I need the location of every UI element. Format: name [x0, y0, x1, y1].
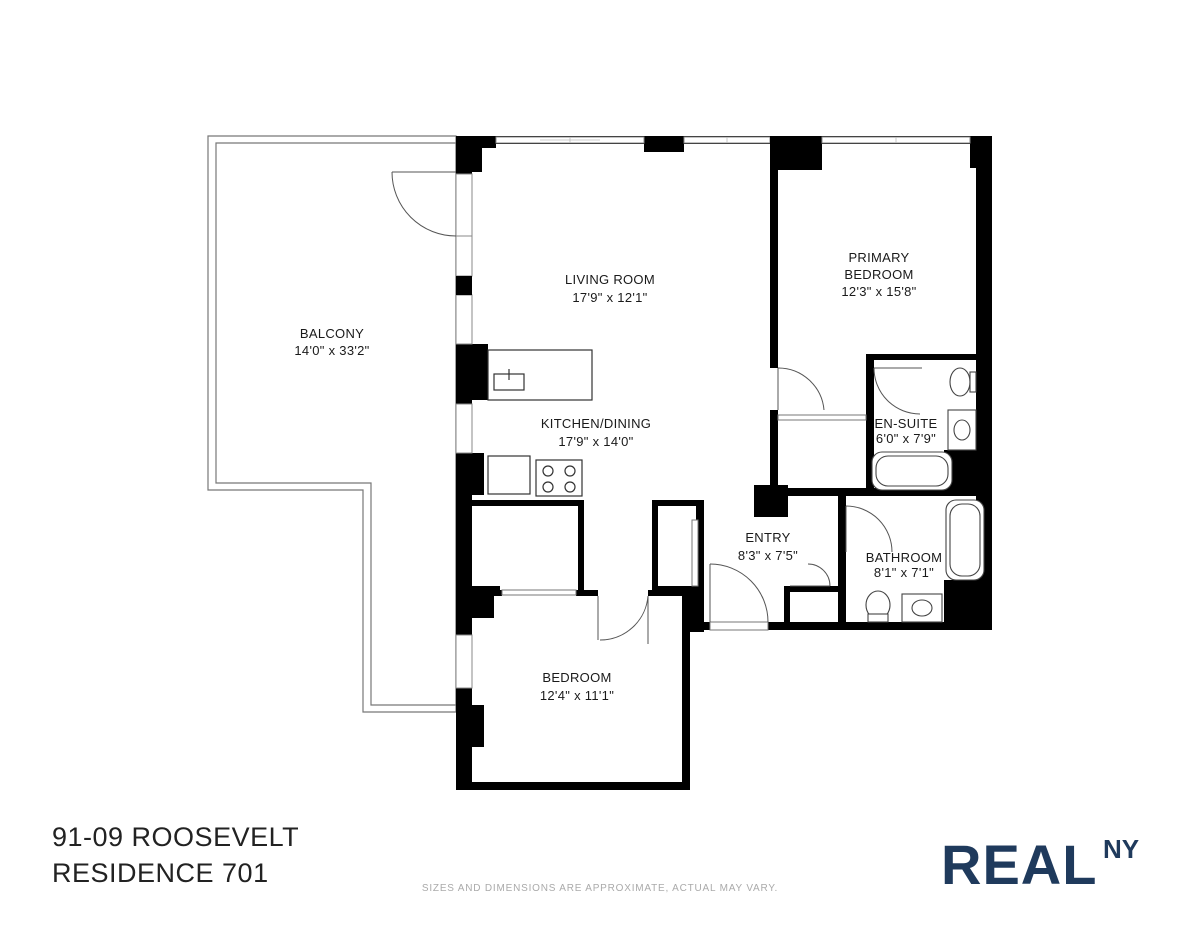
- address-line-1: 91-09 ROOSEVELT: [52, 822, 300, 852]
- primary-bedroom-dims: 12'3" x 15'8": [841, 284, 916, 299]
- real-ny-logo: REAL NY: [941, 833, 1139, 892]
- room-labels: BALCONY 14'0" x 33'2" LIVING ROOM 17'9" …: [294, 250, 942, 703]
- bathroom-fixtures: [865, 367, 985, 623]
- swing-doors: [597, 367, 922, 644]
- exterior-walls: [456, 136, 992, 790]
- balcony-name: BALCONY: [300, 326, 364, 341]
- balcony-dims: 14'0" x 33'2": [294, 343, 369, 358]
- left-windows: [455, 173, 473, 689]
- logo-super-text: NY: [1103, 834, 1139, 864]
- logo-main-text: REAL: [941, 833, 1097, 892]
- kitchen-dining-dims: 17'9" x 14'0": [558, 434, 633, 449]
- bedroom-name: BEDROOM: [542, 670, 611, 685]
- bathroom-dims: 8'1" x 7'1": [874, 565, 934, 580]
- kitchen-dining-name: KITCHEN/DINING: [541, 416, 651, 431]
- disclaimer-text: SIZES AND DIMENSIONS ARE APPROXIMATE, AC…: [421, 883, 779, 894]
- primary-bedroom-name-1: PRIMARY: [848, 250, 909, 265]
- entry-name: ENTRY: [745, 530, 790, 545]
- sliding-doors: [501, 414, 867, 631]
- bathroom-name: BATHROOM: [866, 550, 943, 565]
- primary-bedroom-name-2: BEDROOM: [844, 267, 913, 282]
- en-suite-dims: 6'0" x 7'9": [876, 431, 936, 446]
- entry-dims: 8'3" x 7'5": [738, 548, 798, 563]
- kitchen-fixtures: [487, 349, 593, 497]
- address-line-2: RESIDENCE 701: [52, 858, 269, 888]
- en-suite-name: EN-SUITE: [874, 416, 937, 431]
- living-room-dims: 17'9" x 12'1": [572, 290, 647, 305]
- balcony-outline: [207, 135, 457, 713]
- living-room-name: LIVING ROOM: [565, 272, 655, 287]
- bedroom-dims: 12'4" x 11'1": [540, 688, 614, 703]
- balcony-door: [391, 171, 457, 237]
